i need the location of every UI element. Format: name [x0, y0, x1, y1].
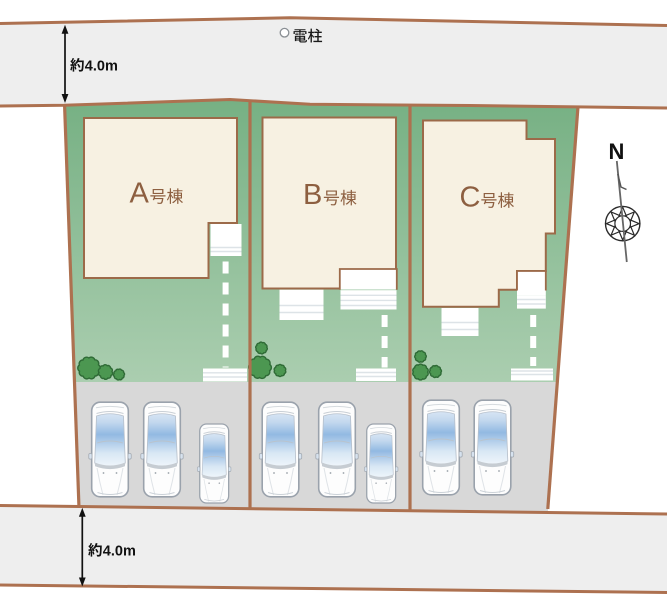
svg-text:B: B: [303, 179, 322, 211]
svg-text:4.0m: 4.0m: [103, 543, 136, 559]
svg-text:C: C: [460, 182, 481, 214]
svg-text:4.0m: 4.0m: [85, 58, 118, 74]
svg-text:A: A: [130, 178, 150, 210]
svg-text:N: N: [609, 139, 625, 164]
